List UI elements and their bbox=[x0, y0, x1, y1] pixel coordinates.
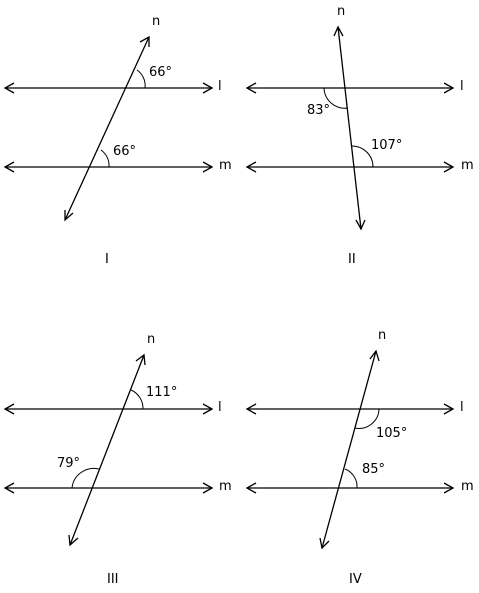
angle-arc-top bbox=[130, 389, 144, 410]
angle-arc-top bbox=[323, 87, 349, 109]
panel-4: n l m 105° 85° IV bbox=[245, 328, 474, 587]
label-n: n bbox=[378, 328, 386, 343]
angle-arc-top bbox=[354, 408, 380, 429]
line-l bbox=[245, 82, 455, 94]
label-n: n bbox=[152, 14, 160, 29]
panel-2: n l m 83° 107° II bbox=[245, 4, 474, 267]
angle-label-bottom: 85° bbox=[362, 462, 385, 477]
line-m bbox=[3, 161, 214, 173]
label-l: l bbox=[460, 79, 464, 94]
label-m: m bbox=[461, 479, 474, 494]
label-m: m bbox=[461, 158, 474, 173]
angle-label-top: 83° bbox=[307, 103, 330, 118]
angle-label-bottom: 66° bbox=[113, 144, 136, 159]
line-m bbox=[3, 482, 214, 494]
transversal-n bbox=[68, 353, 146, 547]
panel-caption: III bbox=[107, 572, 119, 587]
line-l bbox=[245, 403, 455, 415]
label-m: m bbox=[219, 158, 232, 173]
label-n: n bbox=[147, 332, 155, 347]
angle-arc-top bbox=[136, 69, 146, 89]
label-n: n bbox=[337, 4, 345, 19]
transversal-n bbox=[64, 35, 150, 222]
angle-arc-bottom bbox=[344, 468, 358, 489]
line-m bbox=[245, 161, 455, 173]
panel-caption: IV bbox=[349, 572, 362, 587]
angle-arc-bottom bbox=[100, 149, 110, 168]
transversal-n bbox=[333, 25, 366, 231]
angle-label-top: 105° bbox=[376, 426, 407, 441]
angle-label-top: 66° bbox=[149, 65, 172, 80]
angle-label-top: 111° bbox=[146, 385, 177, 400]
panel-caption: II bbox=[348, 252, 356, 267]
label-l: l bbox=[218, 400, 222, 415]
panel-caption: I bbox=[105, 252, 109, 267]
label-l: l bbox=[218, 79, 222, 94]
angle-arc-bottom bbox=[71, 467, 100, 489]
line-l bbox=[3, 82, 214, 94]
angle-label-bottom: 79° bbox=[57, 456, 80, 471]
panel-3: n l m 111° 79° III bbox=[3, 332, 232, 587]
transversal-n bbox=[319, 349, 380, 550]
panel-1: n l m 66° 66° I bbox=[3, 14, 232, 267]
angle-label-bottom: 107° bbox=[371, 138, 402, 153]
line-m bbox=[245, 482, 455, 494]
line-l bbox=[3, 403, 214, 415]
angle-arc-bottom bbox=[350, 145, 374, 168]
label-l: l bbox=[460, 400, 464, 415]
label-m: m bbox=[219, 479, 232, 494]
